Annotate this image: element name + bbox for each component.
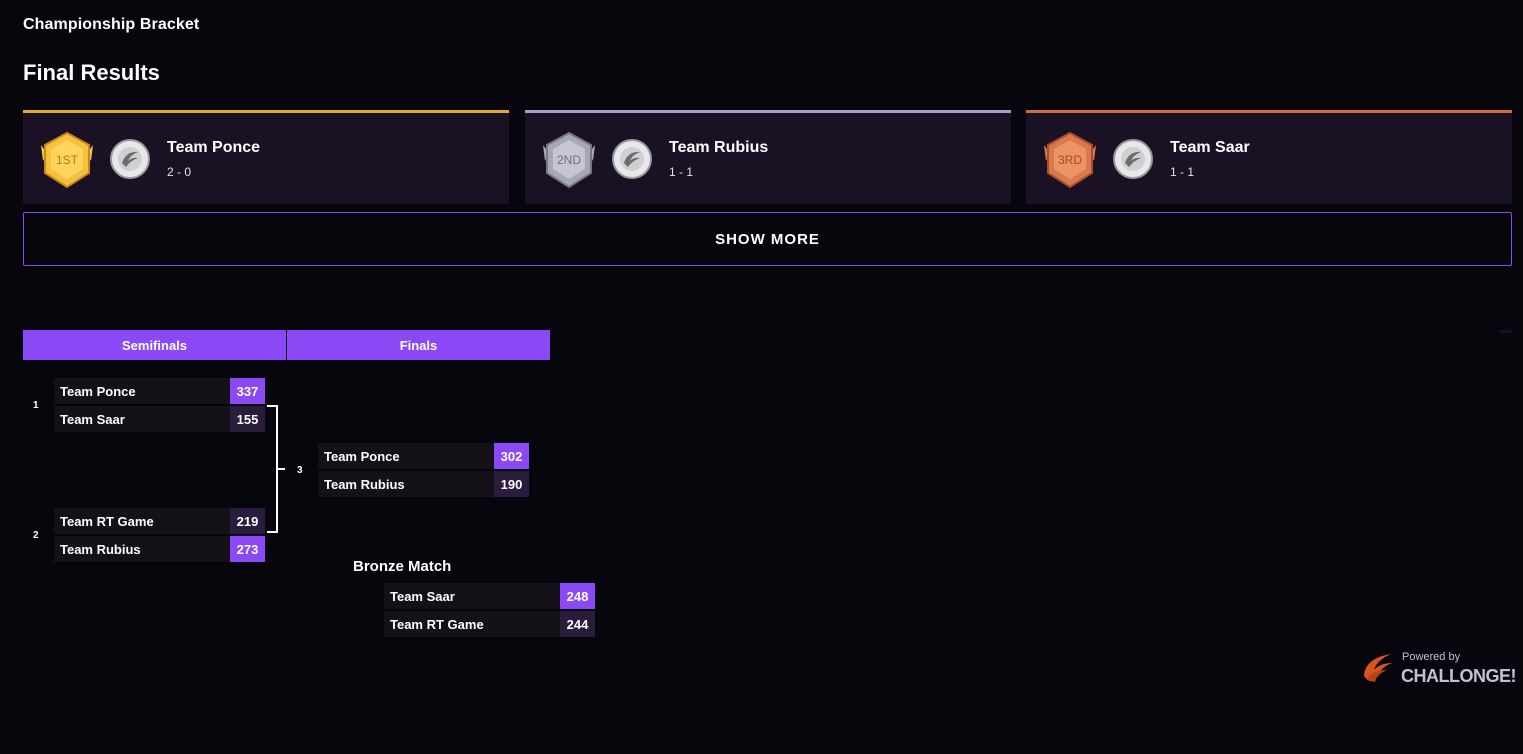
team-name: Team RT Game <box>60 513 154 529</box>
match-row[interactable]: Team Saar 155 <box>54 406 265 432</box>
bracket-connector-stub <box>277 468 285 470</box>
round-header-semifinals: Semifinals <box>23 330 286 360</box>
show-more-button[interactable]: SHOW MORE <box>23 212 1512 266</box>
podium-team-name[interactable]: Team Saar <box>1170 139 1250 156</box>
section-title: Final Results <box>23 60 160 85</box>
silver-medal-icon: 2ND <box>543 131 595 189</box>
team-name: Team Ponce <box>60 383 136 399</box>
team-name: Team Rubius <box>324 476 405 492</box>
challonge-brand: CHALLONGE! <box>1401 666 1517 686</box>
podium-card-first[interactable]: 1ST Team Ponce 2 - 0 <box>23 110 509 204</box>
bronze-match-title: Bronze Match <box>353 558 452 575</box>
podium-card-second[interactable]: 2ND Team Rubius 1 - 1 <box>525 110 1011 204</box>
team-name: Team Ponce <box>324 448 400 464</box>
team-score: 337 <box>230 378 265 404</box>
team-score: 302 <box>494 443 529 469</box>
app-title: Championship Bracket <box>23 16 200 33</box>
match-number: 2 <box>33 530 39 541</box>
team-logo <box>110 139 150 179</box>
gold-medal-icon: 1ST <box>41 131 93 189</box>
team-score: 190 <box>494 471 529 497</box>
team-name: Team Saar <box>60 411 125 427</box>
match-row[interactable]: Team Saar 248 <box>384 583 595 609</box>
team-name: Team Rubius <box>60 541 141 557</box>
team-name: Team RT Game <box>390 616 484 632</box>
match-row[interactable]: Team Rubius 273 <box>54 536 265 562</box>
bronze-match-card[interactable]: Team Saar 248 Team RT Game 244 <box>384 583 595 639</box>
match-row[interactable]: Team Ponce 337 <box>54 378 265 404</box>
team-score: 244 <box>560 611 595 637</box>
podium-record: 1 - 1 <box>1170 165 1195 179</box>
match-card[interactable]: Team Ponce 337 Team Saar 155 <box>54 378 265 434</box>
challonge-logo-icon <box>1364 654 1392 682</box>
team-logo-icon <box>620 147 644 171</box>
medal-label: 2ND <box>557 153 581 167</box>
match-row[interactable]: Team RT Game 219 <box>54 508 265 534</box>
match-card[interactable]: Team Ponce 302 Team Rubius 190 <box>318 443 529 499</box>
podium-team-name[interactable]: Team Rubius <box>669 139 769 156</box>
podium-team-name[interactable]: Team Ponce <box>167 139 261 156</box>
podium-record: 2 - 0 <box>167 165 192 179</box>
medal-label: 3RD <box>1058 153 1082 167</box>
podium-card-third[interactable]: 3RD Team Saar 1 - 1 <box>1026 110 1512 204</box>
round-header-finals: Finals <box>287 330 550 360</box>
podium-record: 1 - 1 <box>669 165 694 179</box>
team-logo <box>1113 139 1153 179</box>
match-row[interactable]: Team Rubius 190 <box>318 471 529 497</box>
medal-label: 1ST <box>56 153 79 167</box>
team-score: 273 <box>230 536 265 562</box>
powered-by-badge[interactable]: Powered by CHALLONGE! <box>1361 650 1517 690</box>
team-score: 248 <box>560 583 595 609</box>
match-row[interactable]: Team Ponce 302 <box>318 443 529 469</box>
team-score: 219 <box>230 508 265 534</box>
team-logo-icon <box>118 147 142 171</box>
team-logo <box>612 139 652 179</box>
match-row[interactable]: Team RT Game 244 <box>384 611 595 637</box>
team-name: Team Saar <box>390 588 455 604</box>
match-card[interactable]: Team RT Game 219 Team Rubius 273 <box>54 508 265 564</box>
powered-by-label: Powered by <box>1402 651 1461 663</box>
bronze-medal-icon: 3RD <box>1044 131 1096 189</box>
match-number: 1 <box>33 400 39 411</box>
scroll-edge-marker <box>1500 330 1512 333</box>
team-score: 155 <box>230 406 265 432</box>
match-number: 3 <box>297 465 303 476</box>
team-logo-icon <box>1121 147 1145 171</box>
